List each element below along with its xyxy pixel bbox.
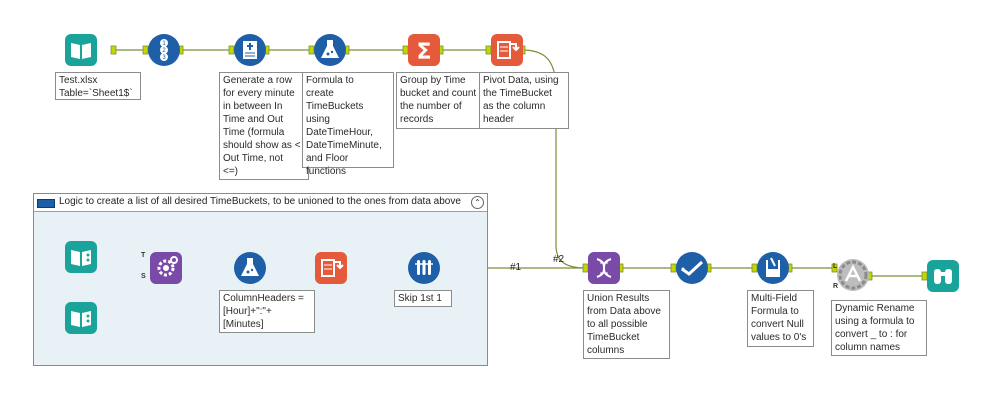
container-title: Logic to create a list of all desired Ti… [59,196,461,207]
multi-row-formula-tool[interactable] [676,252,708,284]
anchor-source-label: S [141,273,146,280]
container-header[interactable]: Logic to create a list of all desired Ti… [34,194,487,212]
annotation-cross-tab: Pivot Data, using the TimeBucket as the … [479,72,569,129]
anchor-target-label: T [141,252,146,259]
annotation-dynamic-rename: Dynamic Rename using a formula to conver… [831,300,927,356]
input-data-tool[interactable] [65,34,97,66]
svg-text:1: 1 [162,41,166,47]
annotation-formula-buckets: Formula to create TimeBuckets using Date… [302,72,394,177]
wire-label-2: #2 [553,254,565,265]
dynamic-rename-tool[interactable] [837,259,869,291]
collapse-icon[interactable]: ⌃ [471,196,484,209]
annotation-formula-headers: ColumnHeaders = [Hour]+":"+ [Minutes] [219,290,315,333]
multi-field-formula-tool[interactable] [757,252,789,284]
text-input-tool-2[interactable] [65,302,97,334]
test-tubes-icon [415,260,433,275]
formula-tool[interactable] [314,34,346,66]
flask-icon [241,258,259,276]
record-id-tool[interactable]: 1 2 3 [148,34,180,66]
cross-tab-tool-2[interactable] [315,252,347,284]
checkmark-flow-icon [681,260,704,276]
formula-headers-tool[interactable] [234,252,266,284]
book-icon [71,43,91,59]
browse-tool[interactable] [927,260,959,292]
generate-rows-tool[interactable] [234,34,266,66]
annotation-multi-field: Multi-Field Formula to convert Null valu… [747,290,814,347]
append-fields-tool[interactable] [150,252,182,284]
container-icon [37,199,55,208]
generate-rows-icon [243,41,257,59]
wire-label-1: #1 [510,262,522,273]
svg-text:3: 3 [162,55,166,61]
sigma-icon: Σ [416,40,431,65]
summarize-tool[interactable]: Σ [408,34,440,66]
annotation-input: Test.xlsx Table=`Sheet1$` [55,72,141,100]
sample-tool[interactable] [408,252,440,284]
dna-icon [596,258,612,278]
flask-icon [321,40,339,58]
union-tool[interactable] [588,252,620,284]
crosstab-icon [497,41,520,59]
svg-text:Σ: Σ [416,40,431,65]
annotation-sample: Skip 1st 1 [394,290,452,307]
text-input-tool-1[interactable] [65,241,97,273]
crosstab-icon [321,259,344,277]
annotation-union: Union Results from Data above to all pos… [583,290,670,359]
book-icon [71,250,91,266]
annotation-generate-rows: Generate a row for every minute in betwe… [219,72,309,180]
anchor-left-label: L [833,263,838,270]
binoculars-icon [934,269,952,284]
beaker-icon [766,257,780,277]
gears-icon [157,256,178,277]
annotation-summarize: Group by Time bucket and count the numbe… [396,72,484,129]
numbered-circle-icon: 1 2 3 [160,39,168,61]
svg-text:2: 2 [162,48,166,54]
anchor-right-label: R [833,283,839,290]
rename-icon [838,260,868,290]
book-icon [71,311,91,327]
cross-tab-tool[interactable] [491,34,523,66]
